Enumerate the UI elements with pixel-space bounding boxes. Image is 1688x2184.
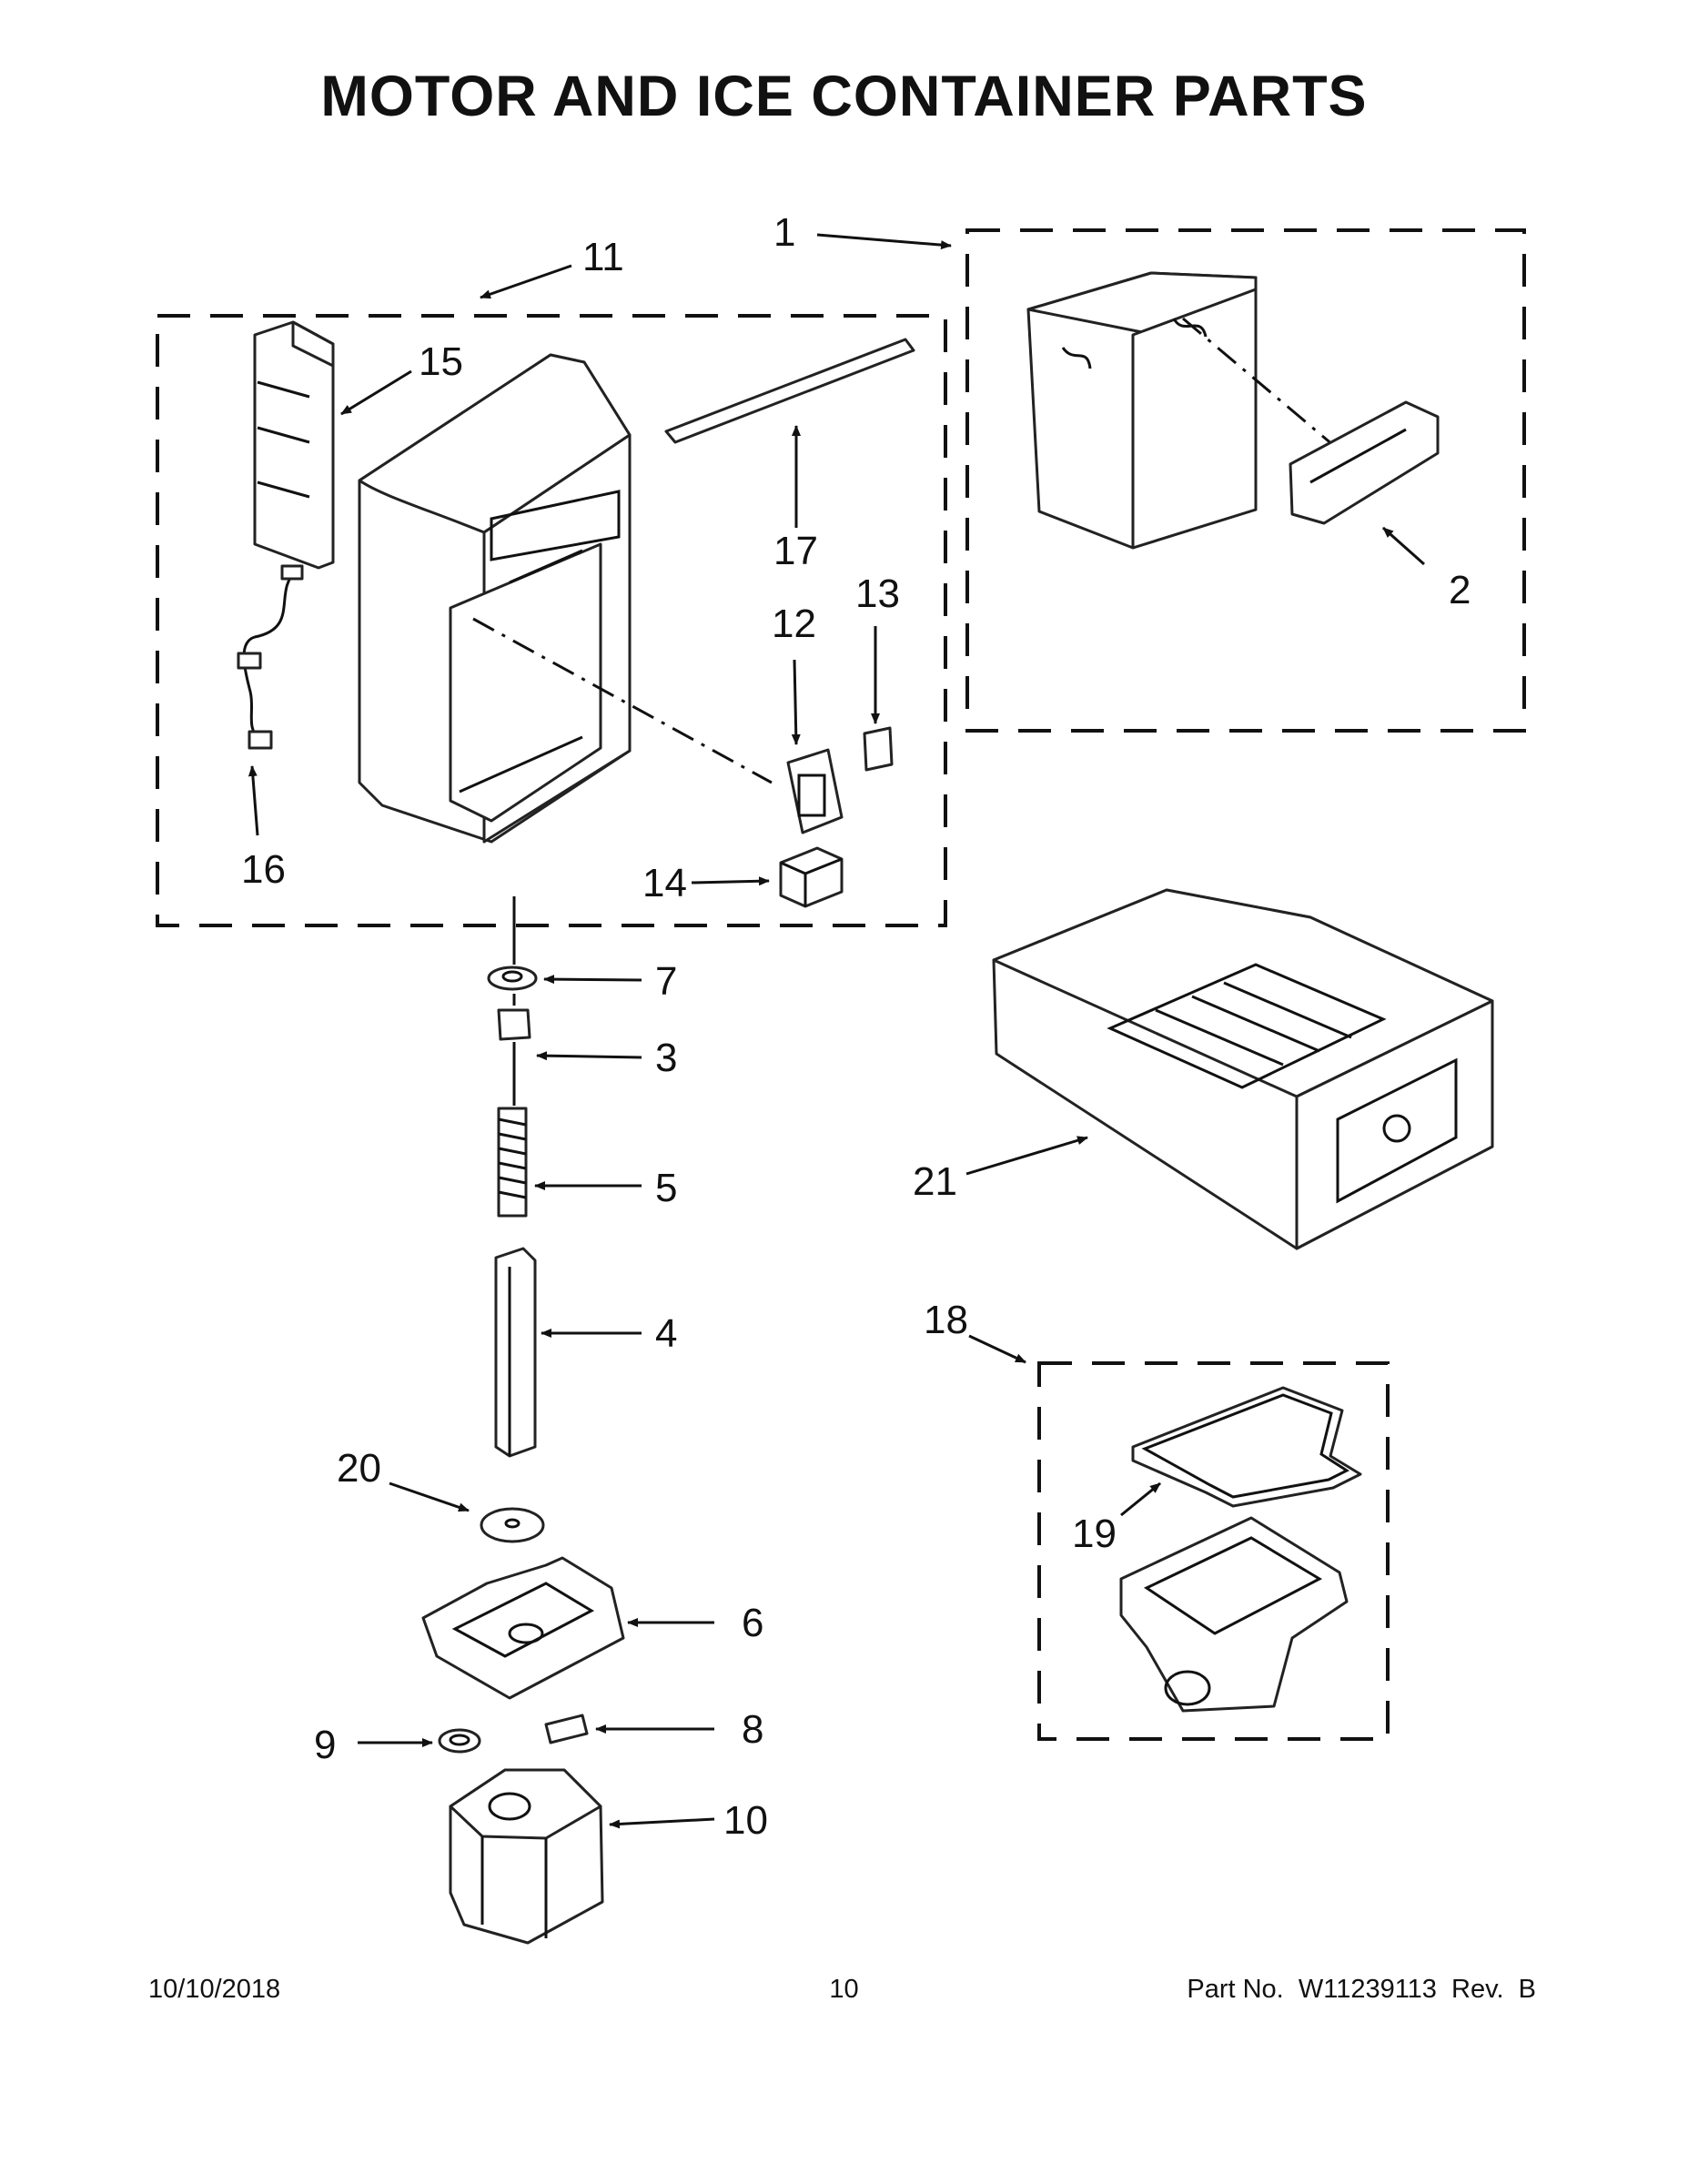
- callout-13: 13: [855, 571, 900, 616]
- part-15-panel[interactable]: [253, 320, 335, 570]
- callout-10: 10: [723, 1798, 768, 1843]
- assembly-line-bucket-to-2: [1182, 317, 1346, 457]
- callout-3: 3: [655, 1036, 677, 1080]
- callout-12: 12: [772, 602, 816, 646]
- callout-7: 7: [655, 959, 677, 1004]
- part-12-bracket[interactable]: [786, 748, 844, 834]
- page-title: MOTOR AND ICE CONTAINER PARTS: [320, 65, 1368, 128]
- part-3-coupler[interactable]: [497, 1008, 531, 1041]
- footer-date: 10/10/2018: [148, 1975, 281, 2004]
- part-20-washer[interactable]: [480, 1507, 545, 1543]
- callout-5: 5: [655, 1166, 677, 1210]
- part-13-switch[interactable]: [863, 726, 894, 772]
- callout-11: 11: [582, 235, 624, 279]
- callout-9: 9: [314, 1723, 336, 1767]
- callout-16: 16: [241, 847, 286, 892]
- part-5-spring[interactable]: [497, 1107, 528, 1218]
- part-4-auger-shaft[interactable]: [494, 1247, 537, 1458]
- leader-arrows: [248, 233, 1425, 1829]
- footer-part-number: Part No. W11239113 Rev. B: [1187, 1975, 1536, 2004]
- group-box-11: [156, 314, 947, 927]
- callout-15: 15: [419, 339, 463, 384]
- part-14-relay[interactable]: [779, 846, 844, 908]
- part-16-wire-harness[interactable]: [237, 564, 304, 750]
- part-19-gasket[interactable]: [1131, 1386, 1362, 1508]
- part-9-washer[interactable]: [438, 1728, 481, 1754]
- callout-14: 14: [642, 861, 687, 905]
- part-18-bin[interactable]: [1119, 1516, 1349, 1713]
- part-10-motor[interactable]: [449, 1768, 604, 1945]
- part-6-motor-bracket[interactable]: [421, 1556, 625, 1700]
- part-1-ice-bucket[interactable]: [1026, 271, 1258, 550]
- callout-17: 17: [773, 529, 818, 573]
- callout-19: 19: [1072, 1512, 1117, 1556]
- callout-18: 18: [924, 1298, 968, 1342]
- callout-2: 2: [1449, 568, 1471, 612]
- part-17-strip[interactable]: [664, 338, 915, 444]
- callout-20: 20: [337, 1446, 381, 1491]
- callout-21: 21: [913, 1159, 957, 1204]
- callout-6: 6: [742, 1601, 763, 1645]
- part-2-bucket-handle[interactable]: [1289, 400, 1440, 525]
- part-8-bushing[interactable]: [544, 1714, 589, 1744]
- callout-1: 1: [773, 210, 795, 255]
- footer-page-number: 10: [829, 1975, 859, 2004]
- callout-4: 4: [655, 1311, 677, 1356]
- group-box-1: [965, 228, 1526, 733]
- part-11-housing[interactable]: [358, 353, 632, 844]
- part-21-ice-maker[interactable]: [992, 888, 1494, 1250]
- assembly-line-housing-to-12: [472, 617, 773, 784]
- part-7-washer[interactable]: [487, 966, 538, 991]
- group-box-18: [1037, 1361, 1390, 1741]
- callout-8: 8: [742, 1707, 763, 1752]
